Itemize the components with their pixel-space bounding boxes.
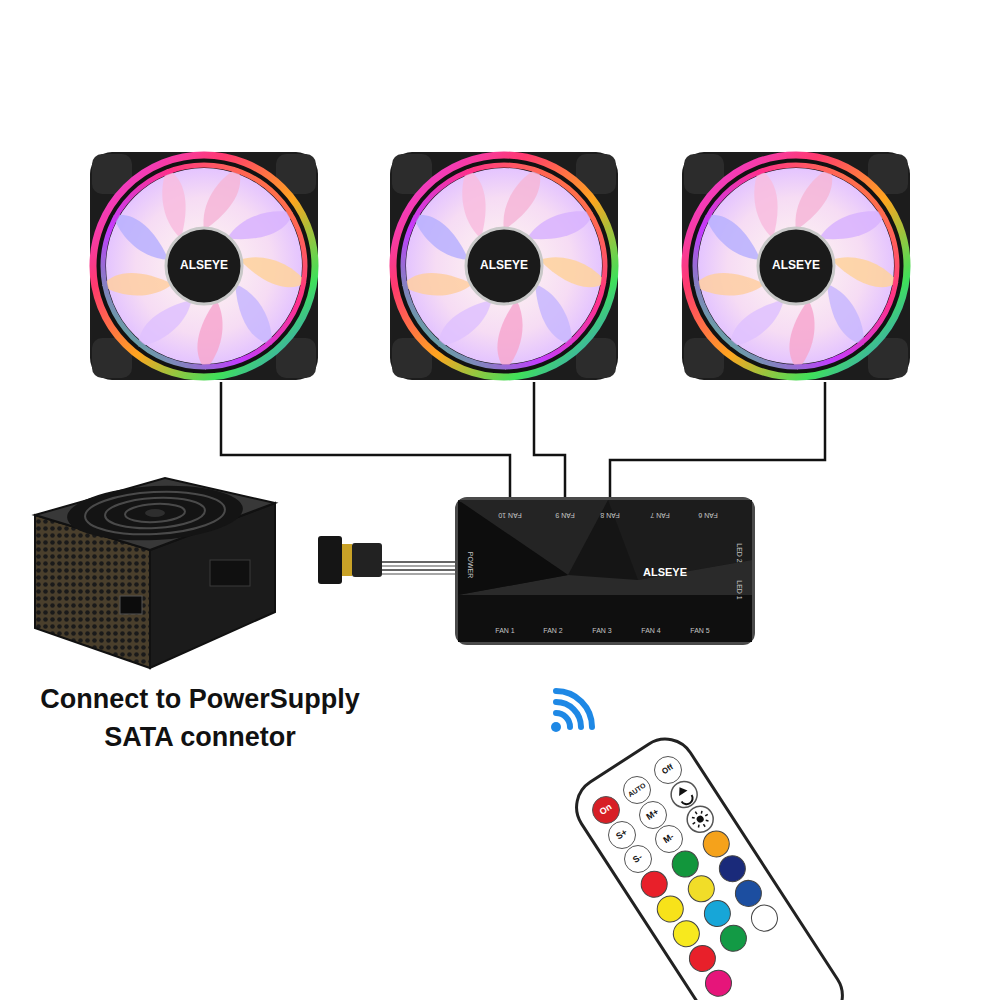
port-label: FAN 6 bbox=[698, 511, 717, 519]
port-label: FAN 10 bbox=[498, 511, 521, 519]
button-label: On bbox=[598, 802, 614, 817]
button-label: S+ bbox=[615, 828, 630, 842]
fan-cable bbox=[534, 382, 565, 497]
fan-hub: ALSEYE FAN 10 FAN 9 FAN 8 FAN 7 FAN 6 POWER LED… bbox=[455, 497, 755, 645]
port-label: LED 1 bbox=[735, 580, 743, 599]
port-label: FAN 2 bbox=[543, 627, 562, 635]
wireless-symbol bbox=[551, 691, 592, 732]
remote-button: M+ bbox=[639, 801, 667, 829]
remote-control bbox=[565, 728, 854, 1000]
color-buttons bbox=[636, 826, 798, 1000]
rgb-fan: ALSEYE bbox=[388, 150, 620, 382]
button-label: AUTO bbox=[627, 781, 648, 798]
hub-facets bbox=[458, 500, 752, 642]
port-label: FAN 8 bbox=[600, 511, 619, 519]
port-label: FAN 3 bbox=[592, 627, 611, 635]
power-supply bbox=[35, 478, 275, 668]
rgb-fan: ALSEYE bbox=[88, 150, 320, 382]
rgb-fan: ALSEYE bbox=[680, 150, 912, 382]
brand-label: ALSEYE bbox=[480, 259, 528, 272]
sata-connector bbox=[318, 536, 455, 584]
remote-button: Off bbox=[654, 756, 682, 784]
remote-button: AUTO bbox=[623, 776, 651, 804]
button-label: Off bbox=[661, 763, 675, 777]
button-label: M- bbox=[662, 832, 676, 846]
port-label: FAN 5 bbox=[690, 627, 709, 635]
fan-cable bbox=[610, 382, 825, 497]
button-label: M+ bbox=[645, 807, 661, 822]
fan-cable bbox=[221, 382, 510, 497]
brand-label: ALSEYE bbox=[180, 259, 228, 272]
port-label: ALSEYE bbox=[643, 566, 687, 578]
caption-label: Connect to PowerSupply SATA connetor bbox=[22, 680, 378, 756]
port-label: LED 2 bbox=[735, 543, 743, 562]
port-label: POWER bbox=[466, 552, 474, 578]
remote-button: On bbox=[592, 796, 620, 824]
port-label: FAN 4 bbox=[641, 627, 660, 635]
brand-label: ALSEYE bbox=[772, 259, 820, 272]
button-label: S- bbox=[632, 853, 645, 866]
remote-button: S+ bbox=[608, 821, 636, 849]
port-label: FAN 1 bbox=[495, 627, 514, 635]
port-label: FAN 9 bbox=[555, 511, 574, 519]
port-label: FAN 7 bbox=[650, 511, 669, 519]
